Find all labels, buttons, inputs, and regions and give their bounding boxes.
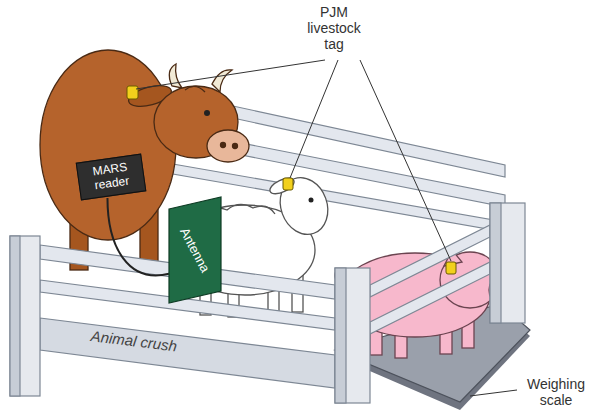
tag-callout: PJM livestock tag: [296, 4, 372, 52]
leader-lines: [290, 60, 338, 178]
reader-text: MARS reader: [81, 159, 140, 194]
sheep-tag: [283, 178, 293, 190]
cow-figure: [212, 70, 232, 92]
reader-cable: [107, 198, 169, 275]
leader-lines: [470, 390, 517, 396]
cow-figure: [204, 110, 210, 116]
front-fence: [370, 262, 490, 334]
sheep-tag: [283, 178, 293, 190]
cow-figure: [233, 144, 238, 149]
scale-label: Weighing scale: [520, 376, 592, 408]
cow-figure: [221, 143, 226, 148]
antenna-panel: Antenna: [168, 196, 222, 304]
pig-tag: [446, 262, 456, 274]
pig-tag: [446, 262, 456, 274]
cow-figure: [185, 86, 205, 92]
cow-tag: [127, 86, 138, 99]
sheep-figure: [268, 175, 297, 197]
fence-posts: [10, 236, 40, 396]
fence-posts: [335, 268, 346, 403]
cow-figure: [207, 130, 249, 162]
front-fence: [370, 225, 490, 297]
cow-tag: [127, 86, 138, 99]
fence-posts: [335, 268, 370, 403]
leader-lines: [136, 60, 325, 89]
leader-lines: [136, 60, 517, 396]
fence-posts: [10, 203, 525, 403]
fence-posts: [490, 203, 501, 323]
antenna-shape: [169, 197, 221, 303]
cow-figure: [169, 64, 182, 88]
fence-posts: [490, 203, 525, 323]
leader-lines: [360, 60, 451, 261]
front-fence: [40, 225, 490, 388]
front-fence: [40, 318, 335, 388]
fence-posts: [10, 236, 20, 396]
sheep-figure: [309, 198, 314, 203]
